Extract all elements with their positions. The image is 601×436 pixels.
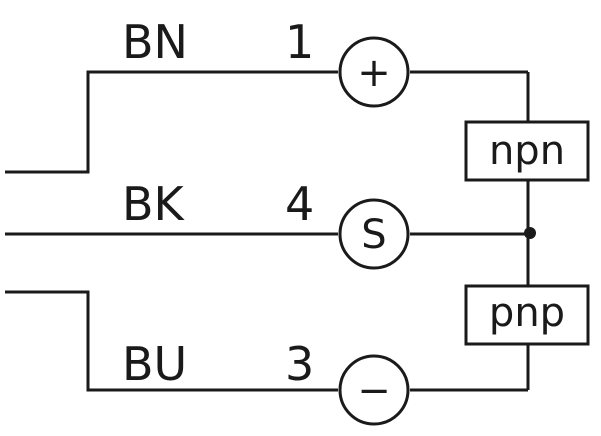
- junction-dot: [524, 227, 536, 239]
- terminal-plus: +: [338, 36, 410, 108]
- pnp-label: pnp: [489, 290, 565, 336]
- bn-label: BN: [122, 15, 188, 69]
- bn-wire: [5, 70, 338, 174]
- bu-wire: [5, 290, 338, 392]
- terminal-signal: S: [338, 198, 410, 270]
- pin-4-label: 4: [285, 177, 314, 231]
- npn-label: npn: [489, 128, 565, 174]
- bu-label: BU: [122, 337, 187, 391]
- pnp-box: pnp: [464, 284, 590, 346]
- pin-1-label: 1: [285, 15, 314, 69]
- bk-label: BK: [122, 177, 186, 231]
- npn-box: npn: [464, 120, 590, 182]
- plus-symbol: +: [357, 50, 391, 96]
- signal-symbol: S: [361, 212, 386, 258]
- minus-symbol: −: [357, 368, 391, 414]
- terminal-minus: −: [338, 354, 410, 426]
- pin-3-label: 3: [285, 337, 314, 391]
